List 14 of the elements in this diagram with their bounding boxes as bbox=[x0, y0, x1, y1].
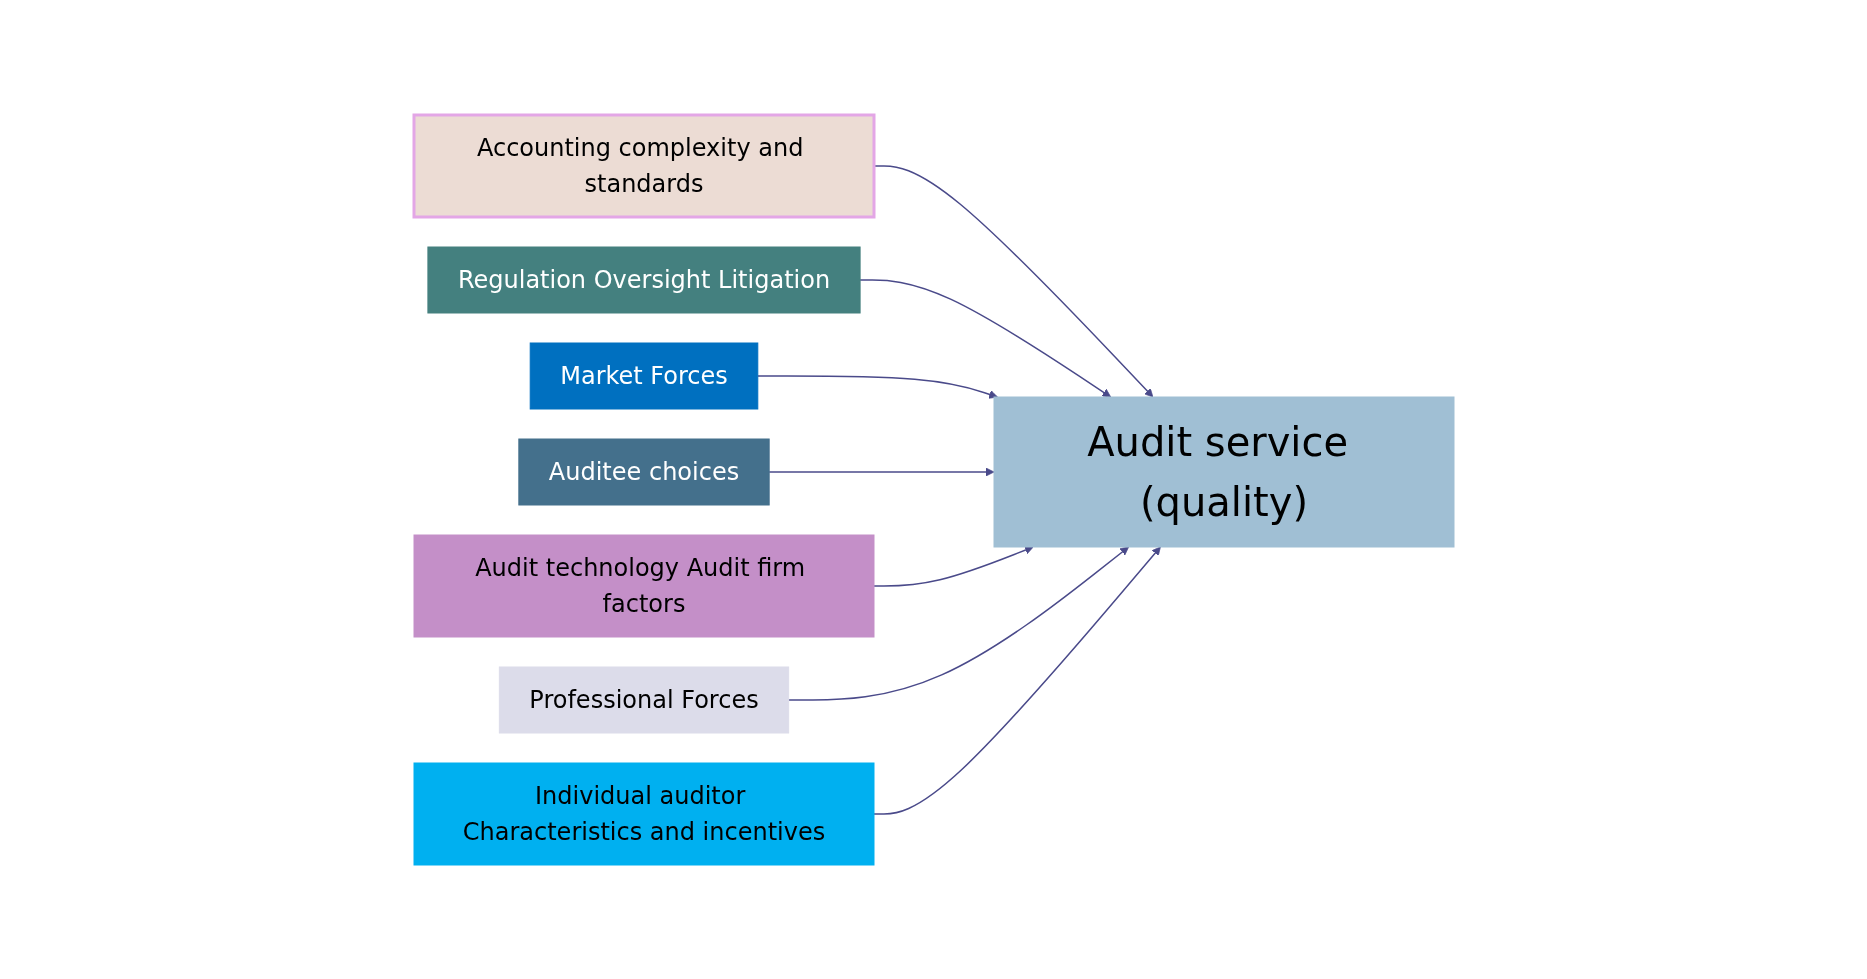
arrow bbox=[756, 374, 998, 399]
node-box: Regulation Oversight Litigation bbox=[426, 246, 861, 313]
node-box: Individual auditor Characteristics and incentives bbox=[413, 762, 874, 865]
node-box: Professional Forces bbox=[498, 666, 789, 733]
node-box: Auditee choices bbox=[517, 438, 770, 505]
arrow bbox=[787, 546, 1129, 701]
arrow bbox=[872, 546, 1161, 815]
arrow bbox=[858, 278, 1111, 397]
arrow bbox=[872, 545, 1034, 587]
node-box: Audit technology Audit firm factors bbox=[413, 534, 874, 637]
node-box: Market Forces bbox=[529, 342, 758, 409]
arrow bbox=[767, 467, 994, 476]
node-box: Accounting complexity and standards bbox=[412, 113, 875, 218]
node-box: Audit service (quality) bbox=[993, 396, 1454, 547]
